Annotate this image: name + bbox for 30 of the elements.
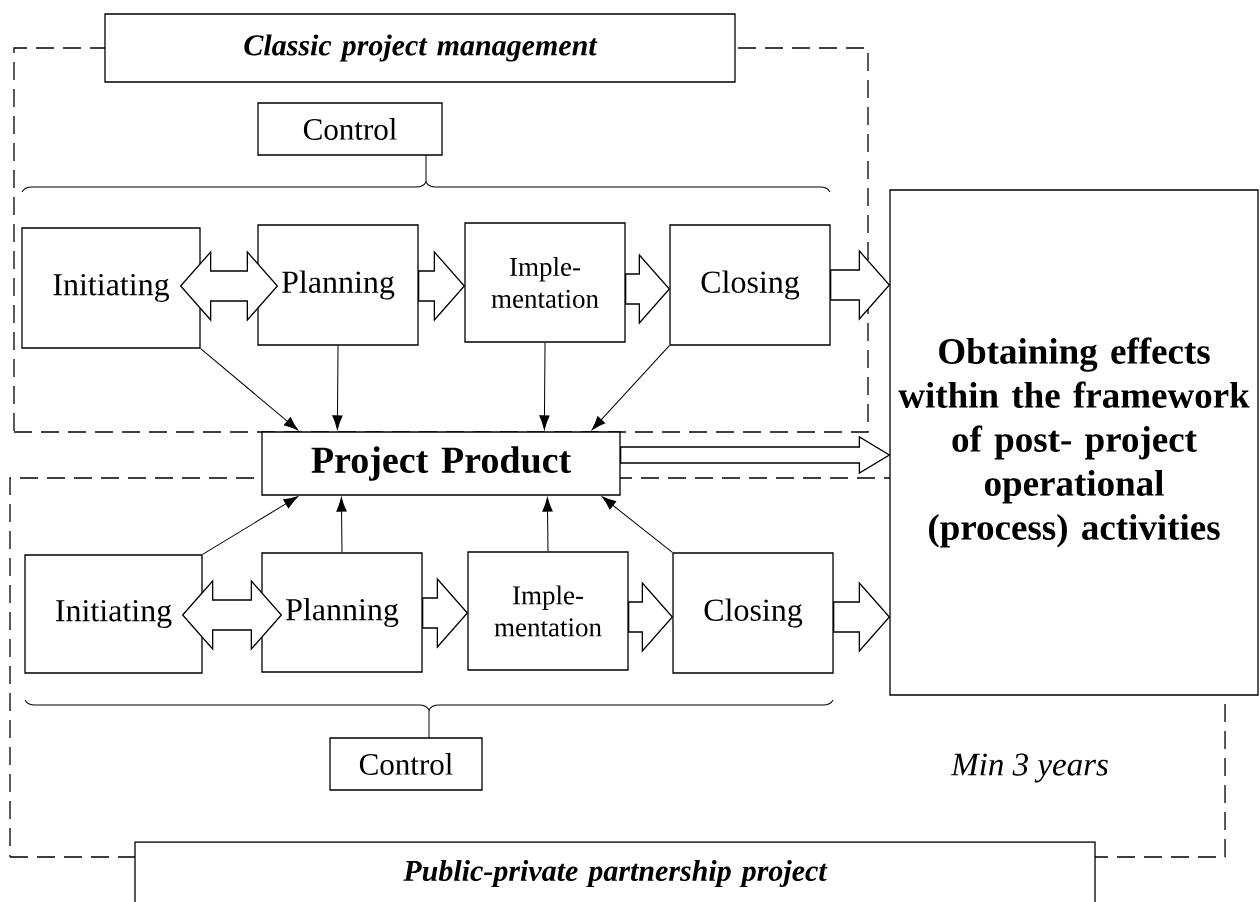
note: Min 3 years [950,753,1108,783]
block-arrow [418,250,466,322]
process-box: Closing [672,552,834,674]
arrow [336,497,347,553]
arrow [601,496,673,553]
arrow [332,345,343,430]
block-arrow [620,435,891,475]
process-box: Planning [257,224,419,346]
block-arrow [422,577,469,649]
process-box: Imple- mentation [467,551,629,671]
title-box: Public-private partnership project [134,841,1096,902]
outcome-box: Obtaining effects within the framework of post- project operational (process) activities [889,189,1259,696]
arrow [202,496,298,555]
block-arrow [830,249,891,321]
arrow [542,497,553,552]
arrow [200,348,299,431]
block-arrow [628,581,674,653]
block-arrow [625,253,671,325]
control-box: Control [257,102,443,156]
control-box: Control [329,737,483,791]
arrow [539,342,550,430]
process-box: Initiating [21,227,201,349]
process-box: Initiating [24,554,203,674]
process-box: Planning [261,552,423,673]
block-arrow [833,581,891,653]
title-box: Classic project management [104,13,736,83]
product-box: Project Product [261,431,621,496]
arrow [591,345,670,431]
process-box: Imple- mentation [464,222,626,343]
process-box: Closing [669,224,831,346]
